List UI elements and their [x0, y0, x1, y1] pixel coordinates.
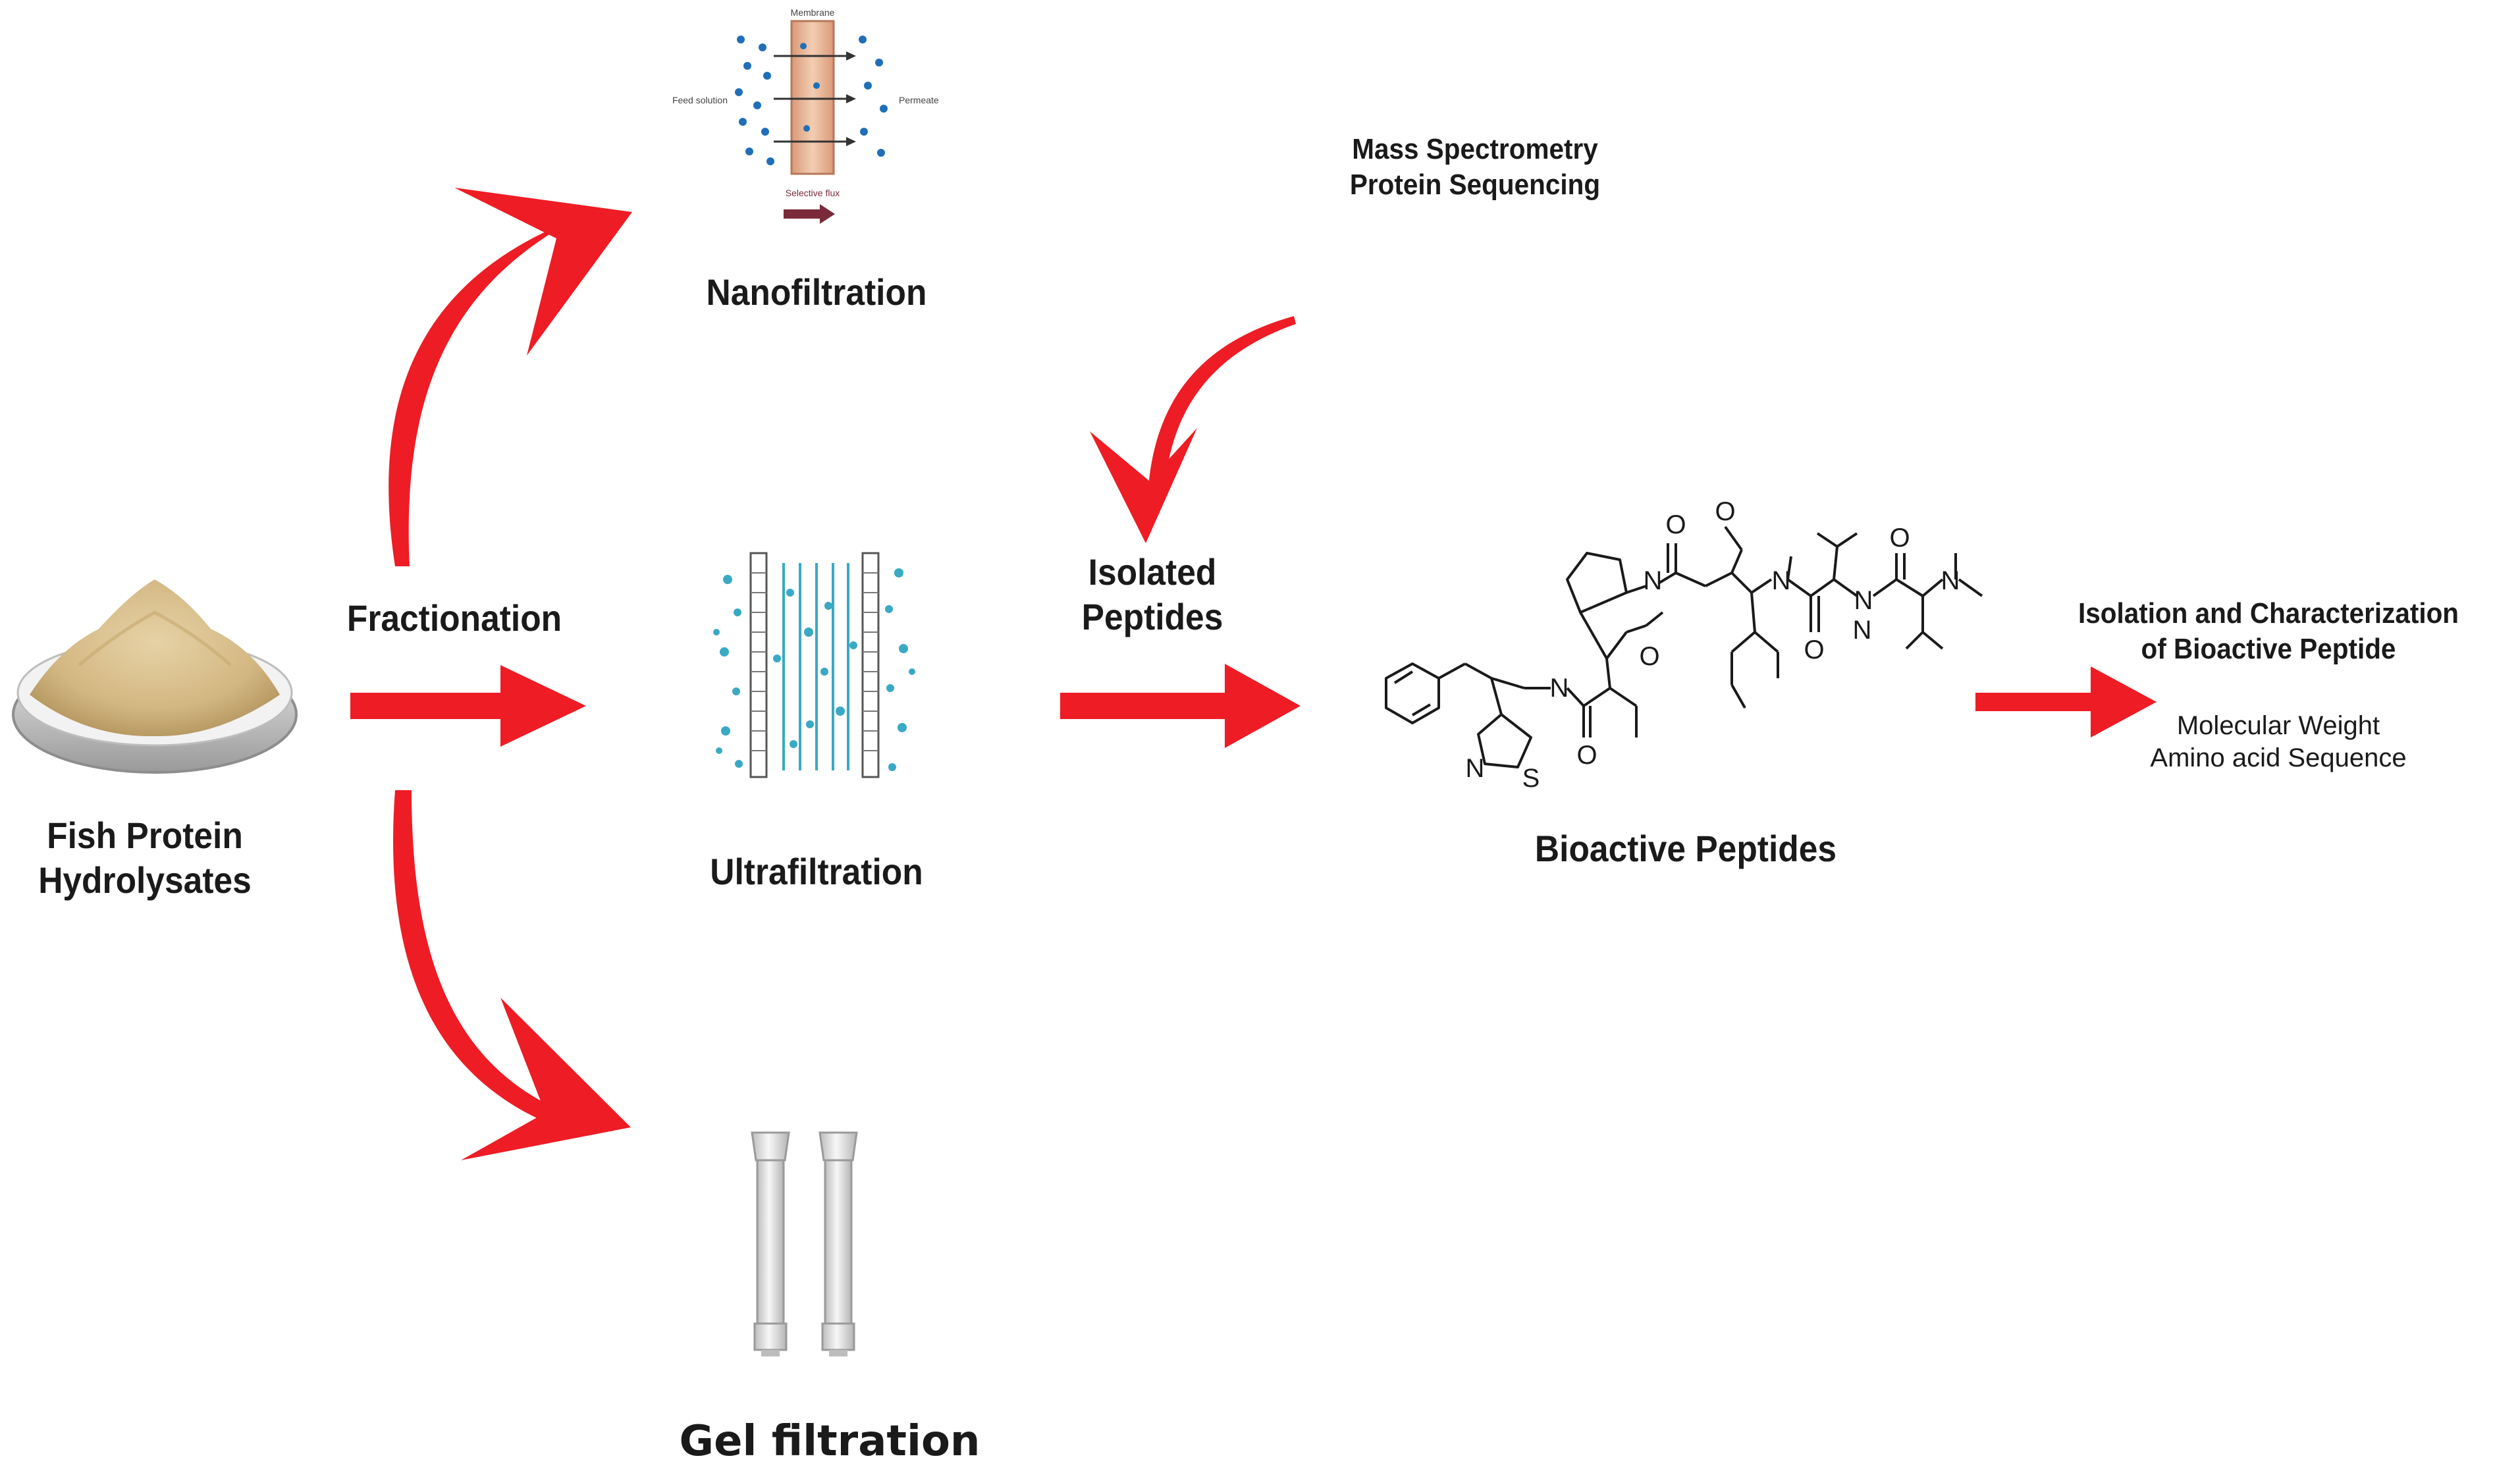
- svg-text:N: N: [1644, 566, 1663, 595]
- source-line-1: Fish Protein: [47, 815, 243, 856]
- mass-spec-line-2: Protein Sequencing: [1349, 168, 1601, 201]
- arrow-to-gel-filtration: [393, 790, 579, 1133]
- result-item-amino-acid-sequence: Amino acid Sequence: [2150, 743, 2407, 772]
- svg-text:N: N: [1941, 566, 1960, 595]
- gel-filtration-label: Gel filtration: [679, 1417, 980, 1466]
- svg-text:O: O: [1804, 635, 1824, 664]
- arrow-from-mass-spec: [1149, 316, 1296, 481]
- nano-diagram-top-label: Membrane: [791, 7, 835, 18]
- svg-text:O: O: [1889, 523, 1910, 552]
- ultrafiltration-label: Ultrafiltration: [710, 851, 923, 892]
- nanofiltration-membrane-illustration: Membrane Feed solution Permeate Selectiv…: [672, 7, 939, 224]
- isolated-line-2: Peptides: [1081, 596, 1223, 638]
- result-item-molecular-weight: Molecular Weight: [2176, 711, 2380, 740]
- svg-text:O: O: [1665, 510, 1686, 539]
- gel-column-right: [818, 1131, 858, 1356]
- svg-text:O: O: [1639, 642, 1659, 671]
- bioactive-peptides-label: Bioactive Peptides: [1534, 828, 1837, 869]
- mass-spec-label: Mass Spectrometry Protein Sequencing: [1293, 132, 1657, 202]
- arrow-to-bioactive: [1060, 664, 1300, 748]
- peptide-structure: [1385, 525, 1983, 768]
- isolated-line-1: Isolated: [1088, 551, 1217, 593]
- powder-dish-image: [12, 579, 298, 774]
- characterization-title: Isolation and Characterization of Bioact…: [2047, 596, 2490, 666]
- fractionation-label: Fractionation: [346, 597, 562, 639]
- svg-text:N: N: [1466, 754, 1485, 783]
- svg-text:N: N: [1853, 616, 1872, 645]
- arrow-to-ultrafiltration: [350, 665, 586, 747]
- result-title-line-2: of Bioactive Peptide: [2141, 632, 2396, 665]
- svg-text:N: N: [1854, 586, 1873, 615]
- svg-text:S: S: [1522, 764, 1540, 793]
- svg-text:N: N: [1772, 566, 1791, 595]
- arrows: [350, 188, 2157, 1160]
- ultrafiltration-illustration: [713, 552, 915, 778]
- gel-column-left: [751, 1131, 790, 1356]
- isolated-peptides-label: Isolated Peptides: [1037, 550, 1268, 640]
- nano-diagram-bottom-label: Selective flux: [786, 188, 840, 198]
- gel-filtration-columns-illustration: [751, 1131, 858, 1356]
- characterization-items: Molecular Weight Amino acid Sequence: [2074, 710, 2482, 774]
- source-line-2: Hydrolysates: [38, 859, 252, 901]
- arrow-to-characterization: [1975, 666, 2157, 738]
- nano-diagram-right-label: Permeate: [899, 95, 939, 105]
- nanofiltration-label: Nanofiltration: [706, 271, 927, 313]
- mass-spec-line-1: Mass Spectrometry: [1352, 133, 1598, 165]
- svg-text:O: O: [1576, 741, 1597, 770]
- svg-text:N: N: [1550, 674, 1569, 703]
- nano-diagram-left-label: Feed solution: [672, 95, 728, 105]
- result-title-line-1: Isolation and Characterization: [2078, 597, 2459, 630]
- svg-text:O: O: [1715, 497, 1735, 526]
- peptide-atom-labels: O O N N O N O N N O N S N O: [1466, 497, 1960, 793]
- source-label: Fish Protein Hydrolysates: [27, 813, 263, 903]
